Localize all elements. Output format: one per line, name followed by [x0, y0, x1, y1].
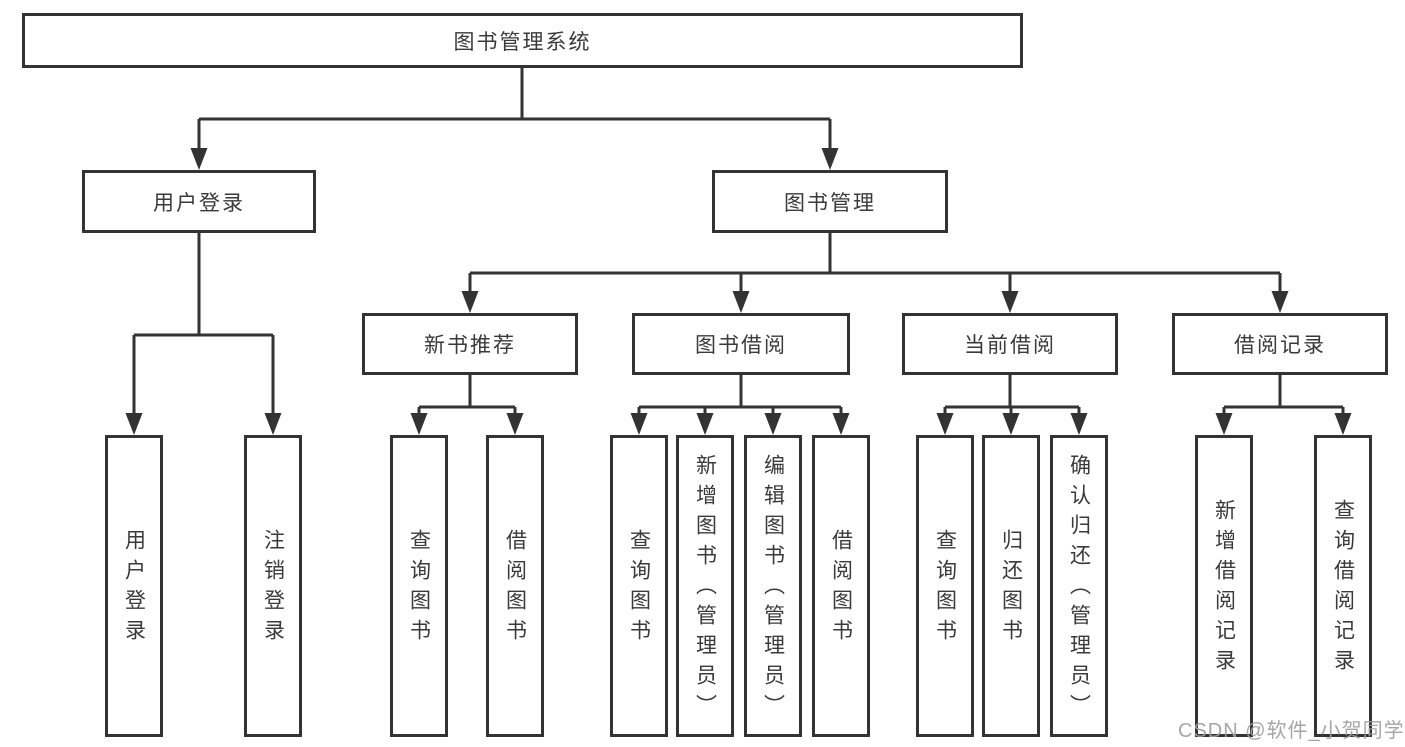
leaf-borrow-books: 借阅图书 [812, 435, 870, 737]
leaf-logout: 注销登录 [244, 435, 302, 737]
watermark: CSDN @软件_小贺同学 [1178, 720, 1405, 742]
leaf-query-books-recommend: 查询图书 [390, 435, 448, 737]
leaf-return-books: 归还图书 [982, 435, 1040, 737]
leaf-borrow-books-recommend: 借阅图书 [486, 435, 544, 737]
node-current-borrow: 当前借阅 [902, 313, 1118, 375]
node-new-book-recommend: 新书推荐 [362, 313, 578, 375]
node-book-management: 图书管理 [712, 170, 948, 233]
leaf-edit-books-admin: 编辑图书（管理员） [744, 435, 802, 737]
node-book-borrow: 图书借阅 [632, 313, 850, 375]
leaf-add-borrow-record: 新增借阅记录 [1195, 435, 1253, 737]
leaf-query-books-borrow: 查询图书 [610, 435, 668, 737]
leaf-query-books-current: 查询图书 [916, 435, 974, 737]
node-borrow-records: 借阅记录 [1172, 313, 1388, 375]
leaf-query-borrow-record: 查询借阅记录 [1314, 435, 1372, 737]
node-root: 图书管理系统 [22, 13, 1023, 68]
leaf-user-login: 用户登录 [105, 435, 163, 737]
node-user-login: 用户登录 [82, 170, 316, 233]
leaf-confirm-return-admin: 确认归还（管理员） [1050, 435, 1108, 737]
leaf-add-books-admin: 新增图书（管理员） [676, 435, 734, 737]
